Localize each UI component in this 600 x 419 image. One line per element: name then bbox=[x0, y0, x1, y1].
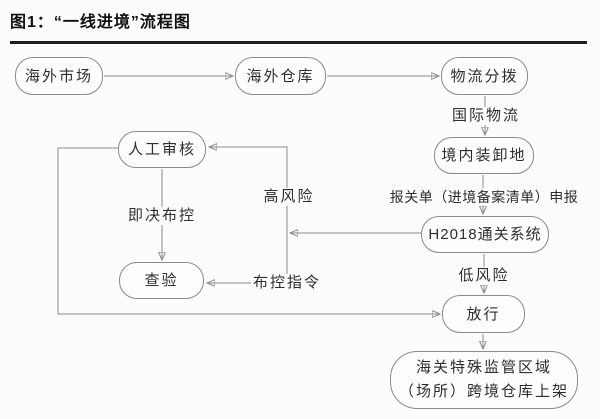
title-divider bbox=[10, 41, 587, 44]
bonded-warehouse-text-line1: 海关特殊监管区域 bbox=[415, 359, 552, 376]
bonded-warehouse-text-line2: （场所）跨境仓库上架 bbox=[398, 383, 569, 400]
node-release: 放行 bbox=[442, 295, 525, 333]
node-domestic-unloading: 境内装卸地 bbox=[434, 137, 534, 174]
node-overseas-warehouse: 海外仓库 bbox=[235, 57, 326, 95]
edge-label-high-risk: 高风险 bbox=[261, 188, 317, 206]
node-overseas-market: 海外市场 bbox=[15, 57, 103, 95]
figure-title: 图1：“一线进境”流程图 bbox=[10, 14, 191, 31]
edge-label-declaration: 报关单（进境备案清单）申报 bbox=[387, 188, 581, 206]
node-logistics-dispatch: 物流分拨 bbox=[441, 57, 528, 95]
node-manual-review: 人工审核 bbox=[118, 131, 206, 168]
edge-label-international-logistics: 国际物流 bbox=[449, 107, 523, 125]
edge-label-control-order: 布控指令 bbox=[250, 274, 324, 292]
node-inspection: 查验 bbox=[119, 262, 204, 299]
node-bonded-warehouse: 海关特殊监管区域 （场所）跨境仓库上架 bbox=[390, 351, 578, 409]
edge-manual-review-to-release bbox=[57, 147, 440, 314]
edge-label-low-risk: 低风险 bbox=[456, 267, 512, 285]
node-h2018-system: H2018通关系统 bbox=[421, 216, 549, 253]
edge-label-instant-control: 即决布控 bbox=[125, 207, 199, 225]
